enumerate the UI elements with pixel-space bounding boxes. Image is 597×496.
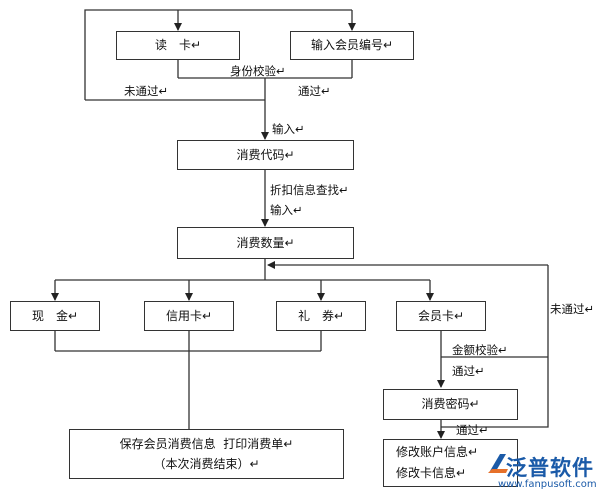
balance-check-label: 金额校验↵ bbox=[452, 343, 508, 357]
cash-box: 现 金↵ bbox=[10, 301, 100, 331]
consume-password-box: 消费密码↵ bbox=[383, 389, 518, 420]
not-pass-label-1: 未通过↵ bbox=[124, 84, 169, 98]
top-loop-line bbox=[84, 9, 352, 100]
not-pass-label-2: 未通过↵ bbox=[550, 302, 595, 316]
input-member-number-box: 输入会员编号↵ bbox=[290, 31, 414, 60]
save-print-box: 保存会员消费信息 打印消费单↵ （本次消费结束）↵ bbox=[69, 429, 344, 479]
save-print-line-2: （本次消费结束）↵ bbox=[153, 456, 260, 471]
modify-line-1: 修改账户信息↵ bbox=[396, 445, 479, 459]
pass-label-1: 通过↵ bbox=[298, 84, 331, 98]
save-print-line-1: 保存会员消费信息 打印消费单↵ bbox=[119, 436, 294, 451]
logo-name: 泛普软件 bbox=[506, 456, 594, 480]
credit-card-box: 信用卡↵ bbox=[144, 301, 234, 331]
input-label-2: 输入↵ bbox=[270, 203, 303, 217]
consume-quantity-box: 消费数量↵ bbox=[177, 227, 354, 259]
modify-line-2: 修改卡信息↵ bbox=[396, 466, 467, 480]
member-card-box: 会员卡↵ bbox=[396, 301, 486, 331]
read-card-box: 读 卡↵ bbox=[116, 31, 240, 60]
identity-check-label: 身份校验↵ bbox=[230, 64, 286, 78]
input-label-1: 输入↵ bbox=[272, 122, 305, 136]
logo-mark-icon bbox=[488, 454, 508, 473]
discount-lookup-label: 折扣信息查找↵ bbox=[270, 183, 349, 197]
pass-label-3: 通过↵ bbox=[456, 423, 489, 437]
right-loop-line bbox=[441, 265, 549, 428]
fanpusoft-logo: 泛普软件 www.fanpusoft.com bbox=[484, 446, 597, 496]
consume-code-box: 消费代码↵ bbox=[177, 140, 354, 170]
pass-label-2: 通过↵ bbox=[452, 364, 485, 378]
logo-url: www.fanpusoft.com bbox=[498, 479, 597, 490]
voucher-box: 礼 券↵ bbox=[276, 301, 366, 331]
